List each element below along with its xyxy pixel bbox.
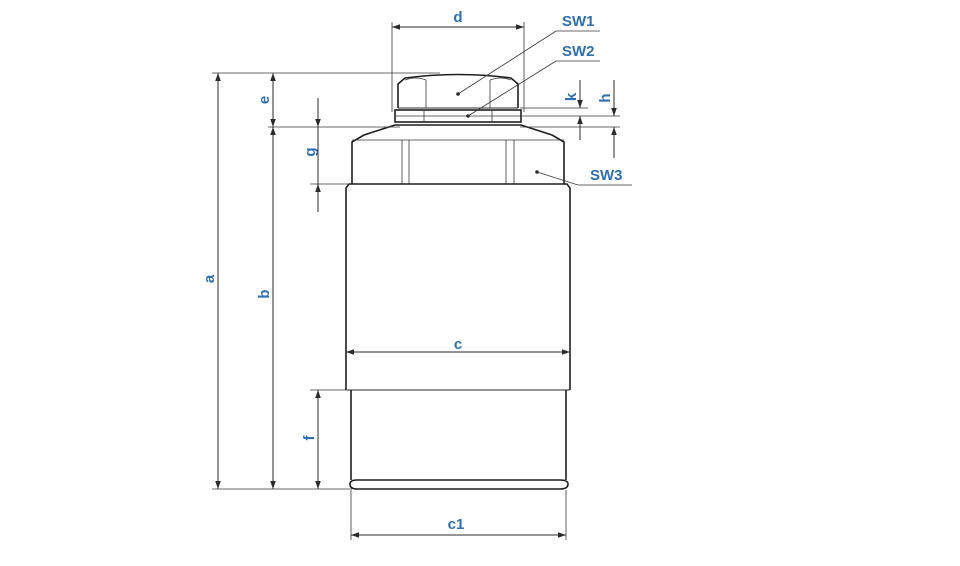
label-h: h bbox=[597, 93, 614, 102]
label-d: d bbox=[453, 9, 462, 26]
label-f: f bbox=[301, 435, 318, 441]
cylindrical-body bbox=[345, 183, 571, 391]
sw2-leader bbox=[467, 60, 557, 117]
label-sw3: SW3 bbox=[590, 167, 623, 184]
label-e: e bbox=[256, 96, 273, 104]
extension-lines bbox=[212, 22, 620, 540]
label-g: g bbox=[302, 147, 319, 156]
leader-lines bbox=[456, 30, 632, 186]
label-c1: c1 bbox=[448, 516, 465, 533]
labels: d SW1 SW2 SW3 c c1 e g a b f k h bbox=[201, 9, 623, 533]
top-hex-nut bbox=[397, 73, 519, 109]
label-sw1: SW1 bbox=[562, 13, 595, 30]
label-b: b bbox=[256, 289, 273, 298]
label-c: c bbox=[454, 336, 462, 353]
label-k: k bbox=[563, 92, 580, 101]
dimension-lines bbox=[215, 24, 617, 538]
label-a: a bbox=[201, 274, 218, 283]
bottom-lip bbox=[349, 479, 569, 490]
sw3-leader bbox=[536, 171, 579, 186]
large-hex-body bbox=[351, 124, 565, 185]
collar bbox=[394, 109, 522, 126]
sw1-leader bbox=[457, 30, 557, 95]
lower-section bbox=[350, 390, 567, 480]
label-sw2: SW2 bbox=[562, 43, 595, 60]
part-outline bbox=[345, 73, 571, 490]
